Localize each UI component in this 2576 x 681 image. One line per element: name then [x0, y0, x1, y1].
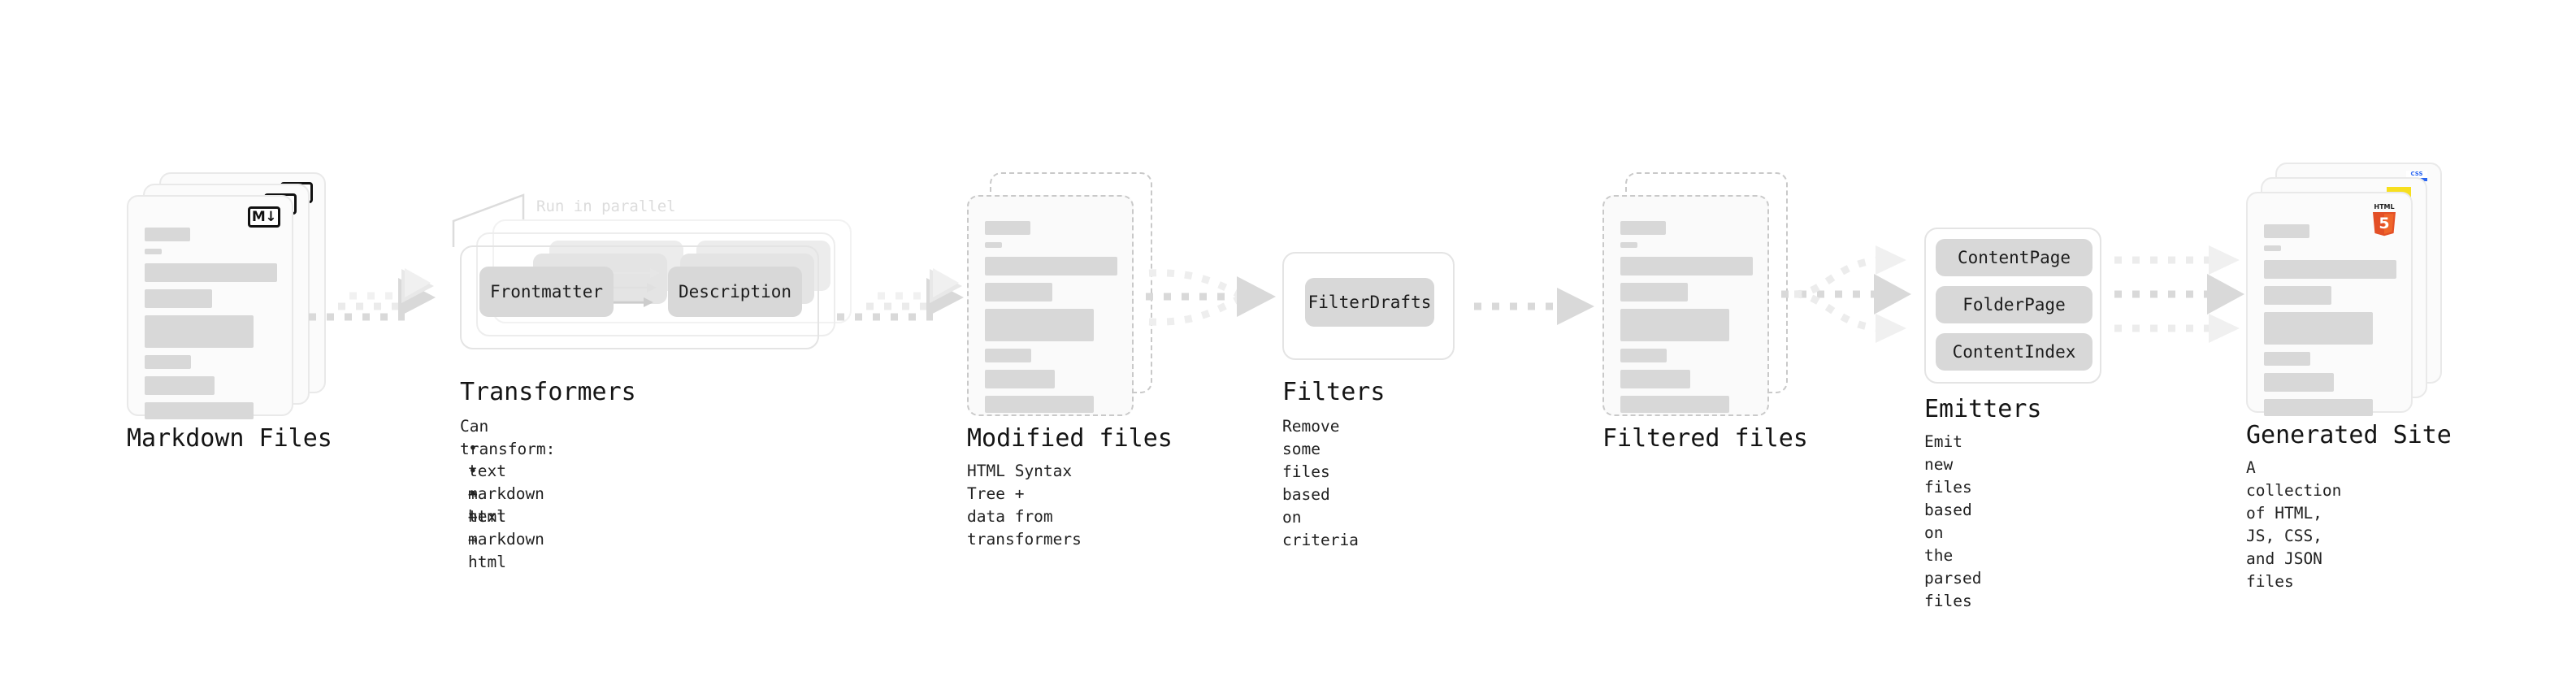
svg-text:HTML: HTML — [2374, 203, 2394, 210]
filtered-card-front — [1602, 195, 1769, 416]
content-bar — [985, 242, 1002, 248]
content-bar — [2264, 312, 2373, 345]
content-bar — [2264, 399, 2373, 416]
content-bar — [145, 263, 277, 282]
stage-title-filters: Filters — [1282, 378, 1386, 406]
transformers-subtitle: Can transform: — [460, 417, 556, 458]
connector-transformers-to-modified — [835, 268, 974, 333]
transformers-bullet-1: • markdown → markdown — [468, 462, 544, 549]
content-bar — [1620, 283, 1689, 301]
content-bar — [1620, 370, 1691, 388]
content-bar — [2264, 352, 2311, 366]
content-bar — [985, 349, 1032, 362]
content-bar — [145, 249, 162, 254]
transformers-bullet-2: • html → html — [468, 484, 506, 571]
content-bar — [2264, 286, 2332, 305]
markdown-card-bars — [145, 228, 277, 427]
connector-markdown-to-transformers — [307, 268, 445, 333]
content-bar — [145, 355, 192, 369]
site-card-front: HTML 5 — [2246, 192, 2413, 416]
content-bar — [985, 309, 1094, 341]
content-bar — [145, 376, 215, 395]
stage-title-filtered-files: Filtered files — [1602, 424, 1808, 453]
transformer-inner-arrows — [606, 262, 718, 343]
content-bar — [1620, 349, 1667, 362]
filters-box: FilterDrafts — [1282, 252, 1455, 360]
stage-title-modified-files: Modified files — [967, 424, 1173, 453]
stage-title-markdown-files: Markdown Files — [127, 424, 332, 453]
filtered-card-bars — [1620, 221, 1753, 420]
transformer-box-front: Frontmatter Description — [460, 245, 819, 349]
content-bar — [2264, 224, 2309, 238]
emitter-pill-folderpage[interactable]: FolderPage — [1936, 286, 2092, 323]
markdown-badge: M↓ — [248, 206, 280, 228]
emitter-pill-contentindex[interactable]: ContentIndex — [1936, 333, 2092, 371]
content-bar — [145, 315, 254, 348]
content-bar — [1620, 221, 1666, 235]
connector-emitters-to-site — [2113, 234, 2259, 356]
connector-filtered-to-emitters — [1780, 234, 1926, 356]
content-bar — [985, 370, 1056, 388]
run-in-parallel-label: Run in parallel — [536, 197, 676, 215]
stage-title-emitters: Emitters — [1924, 395, 2042, 423]
filters-subtitle: Remove some files based on criteria — [1282, 417, 1359, 549]
connector-filters-to-filtered — [1472, 286, 1602, 327]
content-bar — [985, 257, 1117, 275]
emitter-pill-contentpage[interactable]: ContentPage — [1936, 239, 2092, 276]
emitters-box: ContentPage FolderPage ContentIndex — [1924, 228, 2101, 384]
modified-card-bars — [985, 221, 1117, 420]
emitters-subtitle: Emit new files based on the parsed files — [1924, 432, 1982, 610]
content-bar — [1620, 257, 1753, 275]
content-bar — [1620, 396, 1729, 413]
filter-pill-filterdrafts[interactable]: FilterDrafts — [1305, 278, 1434, 327]
generated-site-subtitle: A collection of HTML, JS, CSS, and JSON … — [2246, 458, 2342, 591]
connector-modified-to-filters — [1144, 260, 1290, 341]
html5-badge: HTML 5 — [2370, 202, 2398, 236]
content-bar — [1620, 309, 1729, 341]
svg-text:5: 5 — [2379, 215, 2389, 232]
content-bar — [145, 402, 254, 419]
content-bar — [145, 289, 213, 308]
content-bar — [145, 228, 190, 241]
content-bar — [985, 283, 1053, 301]
modified-files-subtitle: HTML Syntax Tree + data from transformer… — [967, 462, 1082, 549]
modified-card-front — [967, 195, 1134, 416]
markdown-card-front: M↓ — [127, 195, 293, 419]
content-bar — [2264, 245, 2281, 251]
content-bar — [2264, 373, 2335, 392]
content-bar — [985, 221, 1030, 235]
content-bar — [985, 396, 1094, 413]
transformer-pill-description[interactable]: Description — [668, 267, 802, 317]
stage-title-transformers: Transformers — [460, 378, 636, 406]
content-bar — [2264, 260, 2396, 279]
transformers-bullet-0: • text → text — [468, 439, 506, 526]
run-in-parallel-leader — [452, 192, 557, 249]
site-card-bars — [2264, 224, 2396, 423]
transformer-pill-frontmatter[interactable]: Frontmatter — [479, 267, 614, 317]
stage-title-generated-site: Generated Site — [2246, 421, 2452, 449]
content-bar — [1620, 242, 1637, 248]
